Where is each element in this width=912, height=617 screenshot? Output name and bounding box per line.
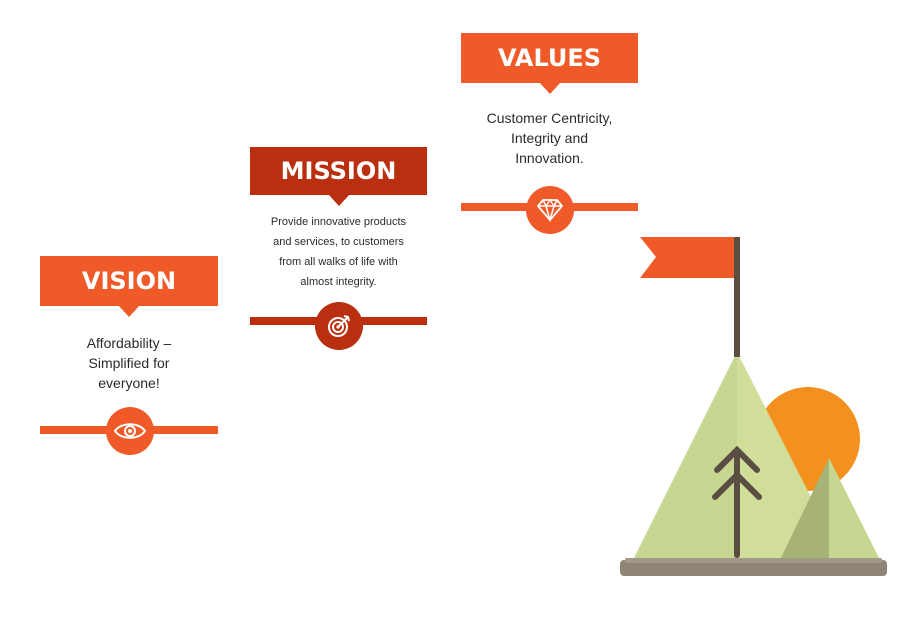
vision-line: everyone! xyxy=(98,375,160,391)
vision-line: Affordability – xyxy=(86,335,172,351)
values-heading-text: VALUES xyxy=(497,44,602,72)
vision-icon-circle xyxy=(106,407,154,455)
mission-heading: MISSION xyxy=(250,147,427,206)
mission-line: and services, to customers xyxy=(273,236,404,248)
vision-description: Affordability – Simplified for everyone! xyxy=(40,333,218,393)
ground-top xyxy=(625,558,882,563)
vision-heading: VISION xyxy=(40,256,218,317)
values-line: Integrity and xyxy=(510,130,589,146)
mission-line: Provide innovative products xyxy=(270,216,407,228)
values-heading: VALUES xyxy=(461,33,638,94)
ground xyxy=(620,560,887,576)
tree-icon xyxy=(712,445,762,558)
vision-line: Simplified for xyxy=(88,355,170,371)
mission-heading-text: MISSION xyxy=(280,157,397,185)
values-line: Innovation. xyxy=(515,150,584,166)
mountain-icon xyxy=(633,352,737,560)
mountain-illustration xyxy=(620,237,887,576)
mission-line: almost integrity. xyxy=(300,276,377,288)
values-description: Customer Centricity, Integrity and Innov… xyxy=(461,108,638,168)
values-line: Customer Centricity, xyxy=(486,110,613,126)
mission-line: from all walks of life with xyxy=(279,256,398,268)
small-mountain-shade xyxy=(829,458,880,560)
eye-icon xyxy=(113,423,147,439)
flag-icon xyxy=(640,237,734,278)
mission-icon-circle xyxy=(315,302,363,350)
flag-pole xyxy=(734,237,740,357)
small-mountain xyxy=(780,458,829,560)
target-icon xyxy=(328,315,350,337)
mission-description: Provide innovative products and services… xyxy=(240,212,437,292)
diamond-icon xyxy=(537,199,563,222)
values-icon-circle xyxy=(526,186,574,234)
vision-heading-text: VISION xyxy=(81,267,177,295)
